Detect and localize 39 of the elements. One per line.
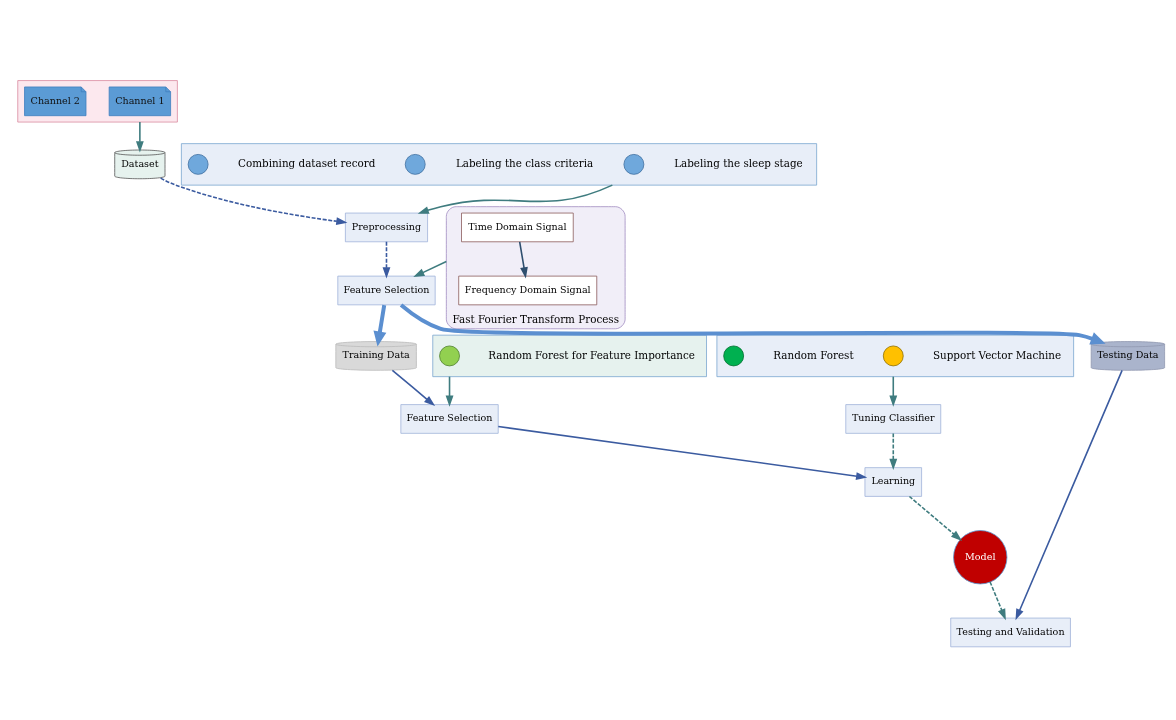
node-circle [882,345,904,366]
arrow [373,304,387,346]
node-label: Labeling the class criteria [455,156,594,169]
node-box: Testing and Validation [950,617,1071,647]
arrow [989,580,1006,620]
node-label: Combining dataset record [238,156,376,169]
node-box: Tuning Classifier [845,403,942,434]
arrow [445,375,454,407]
arrow [889,432,898,470]
arrow [908,495,963,541]
cluster [432,334,707,377]
node-label: Labeling the sleep stage [674,156,803,169]
node-circle [623,153,645,175]
cluster [180,142,818,186]
arrow [497,425,868,480]
cluster [17,79,178,122]
arrow [391,369,436,406]
node-label: Support Vector Machine [932,348,1062,361]
arrow [889,375,898,407]
node-circle [187,153,209,175]
node-box: Time Domain Signal [461,212,574,242]
arrow [413,260,448,277]
arrow [518,240,528,278]
node-label: Random Forest for Feature Importance [488,348,695,361]
arrow [382,240,391,278]
node-box: Preprocessing [345,212,428,242]
arrow [399,302,1106,345]
node-box: Feature Selection [337,275,436,305]
node-box: Frequency Domain Signal [458,275,598,305]
cluster [716,334,1075,377]
node-circle [439,345,460,366]
node-box: Learning [864,466,922,497]
arrow [135,120,144,152]
arrow [1015,369,1123,620]
node-circle [404,153,426,175]
arrow [159,176,348,225]
node-box: Feature Selection [400,403,499,434]
node-circle [723,345,745,366]
node-label: Random Forest [773,348,854,361]
